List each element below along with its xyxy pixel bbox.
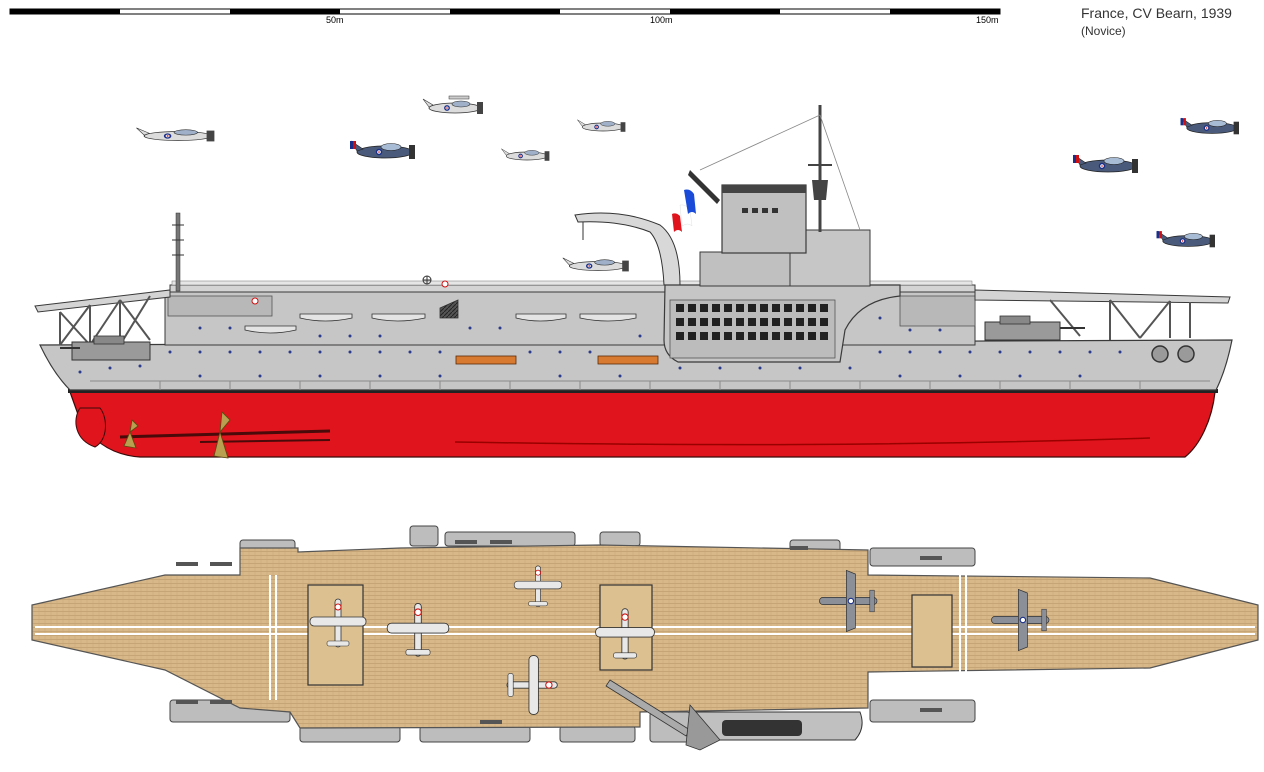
rudder bbox=[75, 407, 106, 448]
propeller-1 bbox=[123, 419, 139, 449]
crane-top bbox=[605, 679, 691, 737]
drawing-subtitle: (Novice) bbox=[1081, 24, 1126, 38]
aircraft-4 bbox=[500, 148, 550, 162]
french-flag bbox=[672, 213, 682, 232]
aft-mast bbox=[175, 212, 181, 292]
sponsons bbox=[169, 525, 976, 743]
aft-overhang bbox=[34, 289, 171, 313]
aft-guns bbox=[60, 335, 151, 361]
fwd-overhang bbox=[974, 289, 1231, 304]
drawing-title: France, CV Bearn, 1939 bbox=[1081, 5, 1232, 21]
propeller-2 bbox=[213, 411, 231, 459]
main-hull bbox=[39, 339, 1233, 391]
aircraft-2 bbox=[422, 95, 484, 115]
scale-bar bbox=[9, 8, 1001, 15]
anchor-1 bbox=[1151, 345, 1169, 363]
flying-aircraft bbox=[135, 95, 1240, 248]
deck-fittings bbox=[176, 540, 942, 724]
lifeboats bbox=[244, 299, 637, 334]
aircraft-8 bbox=[1155, 230, 1216, 248]
orange-boat-2 bbox=[597, 355, 659, 365]
anchor-2 bbox=[1177, 345, 1195, 363]
funnel bbox=[721, 184, 807, 254]
elevator-fwd bbox=[911, 594, 953, 668]
lower-hull bbox=[69, 391, 1216, 458]
scale-label-50m: 50m bbox=[326, 15, 344, 25]
aircraft-7 bbox=[1179, 117, 1240, 135]
fwd-guns bbox=[984, 315, 1085, 341]
aircraft-3 bbox=[349, 140, 416, 160]
aircraft-6 bbox=[1072, 154, 1139, 174]
portholes bbox=[78, 316, 1122, 378]
fwd-trusses bbox=[1049, 299, 1191, 340]
scale-label-100m: 100m bbox=[650, 15, 673, 25]
aft-trusses bbox=[59, 295, 151, 346]
aircraft-crane bbox=[574, 212, 681, 286]
aircraft-5 bbox=[576, 119, 626, 133]
top-view bbox=[31, 525, 1259, 751]
deck-aircraft bbox=[562, 257, 630, 273]
scale-label-150m: 150m bbox=[976, 15, 999, 25]
island bbox=[663, 105, 901, 363]
side-profile bbox=[34, 105, 1233, 459]
orange-boat-1 bbox=[455, 355, 517, 365]
aircraft-1 bbox=[135, 126, 216, 143]
